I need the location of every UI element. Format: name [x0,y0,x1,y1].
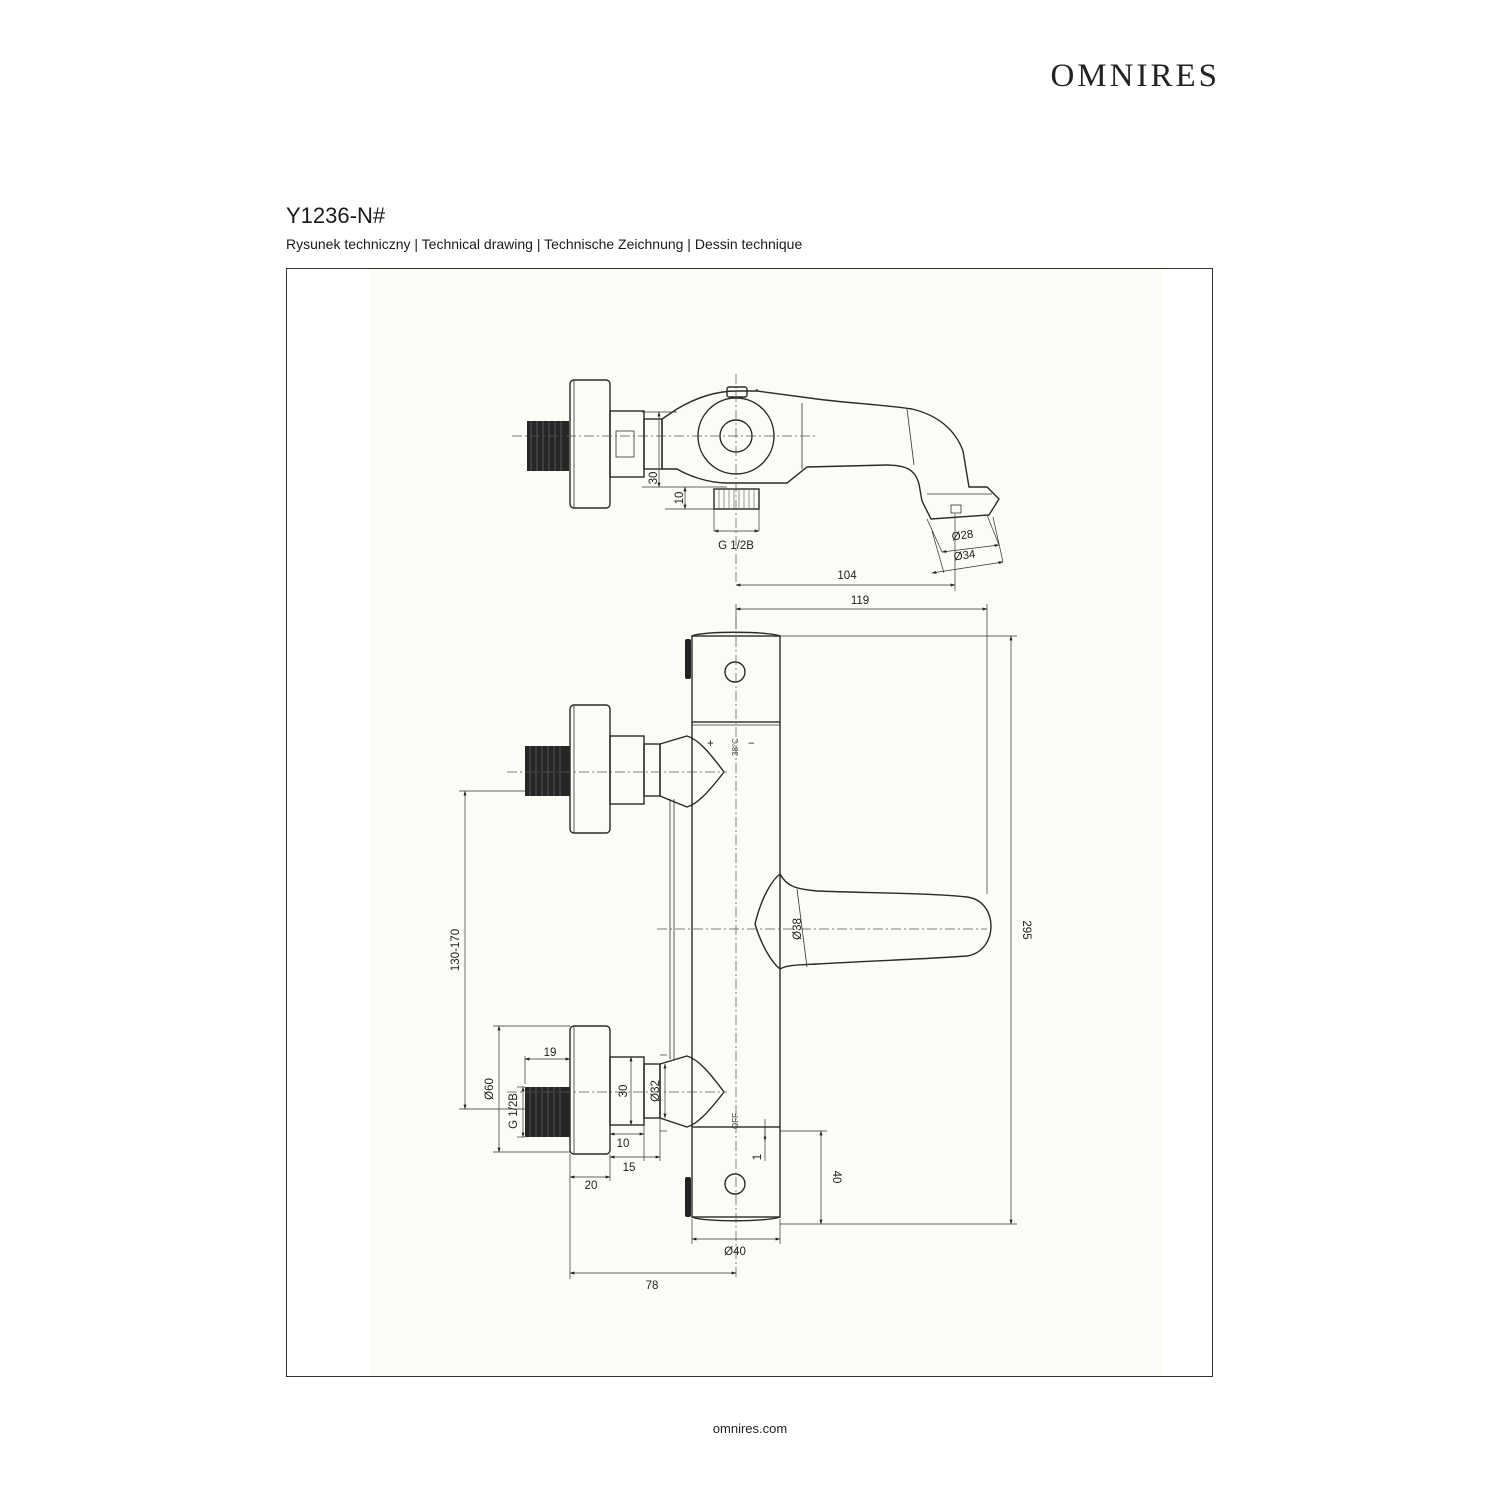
top-thread-connector [527,421,569,471]
dim-1: 1 [752,1154,764,1160]
dim-phi32: Ø32 [650,1080,662,1102]
dim-phi28: Ø28 [951,529,974,544]
top-view: 30 10 G 1/2B Ø28 Ø34 104 [512,374,1004,591]
dim-130-170: 130-170 [450,929,462,971]
lever-base [754,873,781,970]
upper-thread-connector [525,746,570,796]
top-bottom-outlet [713,488,760,510]
dim-20: 20 [585,1180,598,1192]
dim-15: 15 [623,1162,636,1174]
drawing-frame: 30 10 G 1/2B Ø28 Ø34 104 1 19 [286,268,1213,1377]
technical-drawing: 30 10 G 1/2B Ø28 Ø34 104 1 19 [450,374,1032,1292]
lower-handle-hole [724,1173,746,1195]
dim-10-top: 10 [674,492,686,505]
dim-78: 78 [646,1280,659,1292]
top-escutcheon [569,379,611,509]
dim-40: 40 [830,1171,842,1184]
mark-minus: − [748,738,755,750]
mark-off: OFF [731,1113,740,1129]
dim-295: 295 [1020,920,1032,939]
mark-plus: + [707,738,714,750]
dim-phi34: Ø34 [953,548,977,563]
brand-logo: OMNIRES [1050,58,1220,94]
footer-website: omnires.com [712,1421,788,1436]
dim-30-mid: 30 [618,1085,630,1098]
upper-handle-hole [724,661,746,683]
dim-10-bot: 10 [617,1138,630,1150]
mark-temp: 38°C [731,738,740,756]
dim-104: 104 [837,570,857,582]
top-spout-outline [661,389,1000,520]
dim-119: 119 [851,595,869,607]
dim-phi40: Ø40 [724,1246,746,1258]
dim-19: 19 [544,1047,557,1059]
product-code: Y1236-N# [286,203,386,228]
front-view: 1 19 [450,595,1032,1292]
dim-g12b-top: G 1/2B [718,540,754,552]
lever-handle [779,873,992,970]
lower-escutcheon [569,1025,611,1155]
dim-30-top: 30 [648,472,660,485]
lower-thread-connector [525,1087,570,1137]
drawing-subtitle: Rysunek techniczny | Technical drawing |… [286,236,803,252]
dim-g12b-left: G 1/2B [508,1093,520,1129]
upper-escutcheon [569,704,611,834]
dim-phi60: Ø60 [484,1078,496,1100]
drawing-sheet [370,269,1163,1376]
